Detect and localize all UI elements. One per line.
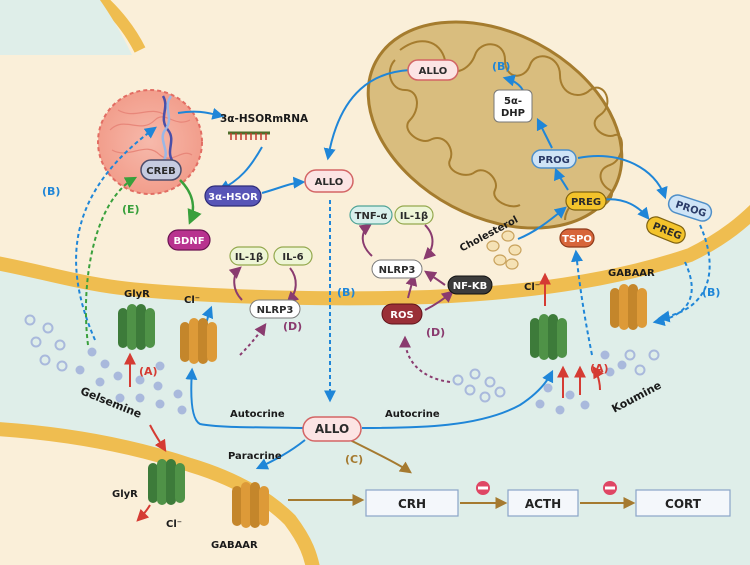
tag-b-2: (B) (492, 60, 510, 73)
cl-top-right-label: Cl⁻ (524, 282, 540, 293)
dna-icon (161, 95, 174, 161)
tag-d-2: (D) (426, 326, 445, 339)
crh-label: CRH (398, 497, 426, 511)
glyr-top-label: GlyR (124, 289, 150, 300)
tag-d-1: (D) (283, 320, 302, 333)
hsor-label: 3α-HSOR (208, 192, 258, 203)
prog-mito-label: PROG (538, 155, 570, 166)
bdnf-node (167, 229, 211, 251)
allo-bottom-label: ALLO (315, 422, 349, 436)
tag-b-1: (B) (42, 185, 60, 198)
tag-c: (C) (345, 453, 363, 466)
il1b-label-a: IL-1β (235, 252, 263, 263)
acth-box (507, 489, 579, 517)
red-arrows (124, 272, 604, 522)
tspo-label: TSPO (562, 234, 592, 245)
gabaar-bottom-label: GABAAR (211, 540, 258, 551)
hsor-node (204, 185, 262, 207)
bdnf-label: BDNF (173, 236, 204, 247)
il1b-label-b: IL-1β (400, 211, 428, 222)
preg-mito-label: PREG (571, 197, 601, 208)
purple-dashed-arrows (239, 323, 451, 383)
tag-b-3: (B) (337, 286, 355, 299)
cl-bottom-label: Cl⁻ (166, 519, 182, 530)
nlrp3-node-b (371, 259, 423, 279)
allo-center-label: ALLO (315, 177, 344, 188)
crh-box (365, 489, 459, 517)
autocrine-left-label: Autocrine (230, 409, 285, 420)
allo-mito-node (407, 59, 459, 81)
il6-node (273, 246, 313, 266)
cort-box (635, 489, 731, 517)
cholesterol-dots (486, 230, 522, 270)
inhibit-icon (476, 481, 490, 495)
cell-membrane-top-arc (92, 0, 146, 53)
autocrine-right-label: Autocrine (385, 409, 440, 420)
prog-mito-node (531, 149, 577, 169)
tspo-node (559, 228, 595, 248)
paracrine-label: Paracrine (228, 451, 282, 462)
il1b-node-b (394, 205, 434, 225)
receptor-glyr-icon (148, 459, 185, 505)
receptor-gabaar-icon (610, 284, 647, 330)
glyr-bottom-label: GlyR (112, 489, 138, 500)
nlrp3-label-a: NLRP3 (257, 305, 294, 316)
gelsemine-label: Gelsemine (78, 384, 143, 420)
allo-bottom-node (302, 416, 362, 442)
inhibit-icon (603, 481, 617, 495)
mrna-icon (228, 131, 270, 140)
tnf-node (349, 205, 393, 225)
extracellular-space-top (0, 0, 132, 55)
tag-a-1: (A) (139, 365, 158, 378)
nfkb-label: NF-KB (453, 281, 487, 292)
ros-label: ROS (390, 310, 413, 321)
creb-to-bdnf-arrow (179, 179, 202, 225)
cl-top-left-label: Cl⁻ (184, 295, 200, 306)
prog-out-node (667, 194, 713, 222)
tag-a-2: (A) (590, 362, 609, 375)
il6-label: IL-6 (282, 252, 303, 263)
preg-out-node (646, 216, 686, 244)
receptor-gabaar-icon (180, 318, 217, 364)
gabaar-top-label: GABAAR (608, 268, 655, 279)
green-dashed-arrow (84, 176, 138, 346)
vesicle-icon (24, 314, 660, 403)
tnf-label: TNF-α (355, 211, 388, 222)
dhp-label-line2: DHP (501, 108, 525, 119)
il1b-node-a (229, 246, 269, 266)
creb-label: CREB (146, 166, 176, 177)
brown-arrows (288, 439, 636, 509)
receptor-glyr-icon (118, 304, 155, 350)
ros-node (381, 303, 423, 325)
molecule-dot-icon (75, 347, 627, 415)
allo-center-node (304, 169, 354, 193)
dhp-node (493, 89, 533, 123)
receptor-glyr-icon (530, 314, 567, 360)
receptor-gabaar-icon (232, 482, 269, 528)
blue-dashed-arrows (75, 126, 711, 403)
nlrp3-label-b: NLRP3 (379, 265, 416, 276)
koumine-label: Koumine (610, 379, 664, 416)
creb-node (140, 159, 182, 181)
allo-mito-label: ALLO (419, 66, 448, 77)
tag-b-4: (B) (702, 286, 720, 299)
tag-e: (E) (122, 203, 140, 216)
purple-arrows (228, 223, 454, 311)
preg-mito-node (565, 191, 607, 211)
nlrp3-node-a (249, 299, 301, 319)
hsor-mrna-label: 3α-HSORmRNA (220, 113, 309, 125)
dhp-label-line1: 5α- (504, 96, 522, 107)
cort-label: CORT (665, 497, 702, 511)
nfkb-node (447, 275, 493, 295)
acth-label: ACTH (525, 497, 561, 511)
